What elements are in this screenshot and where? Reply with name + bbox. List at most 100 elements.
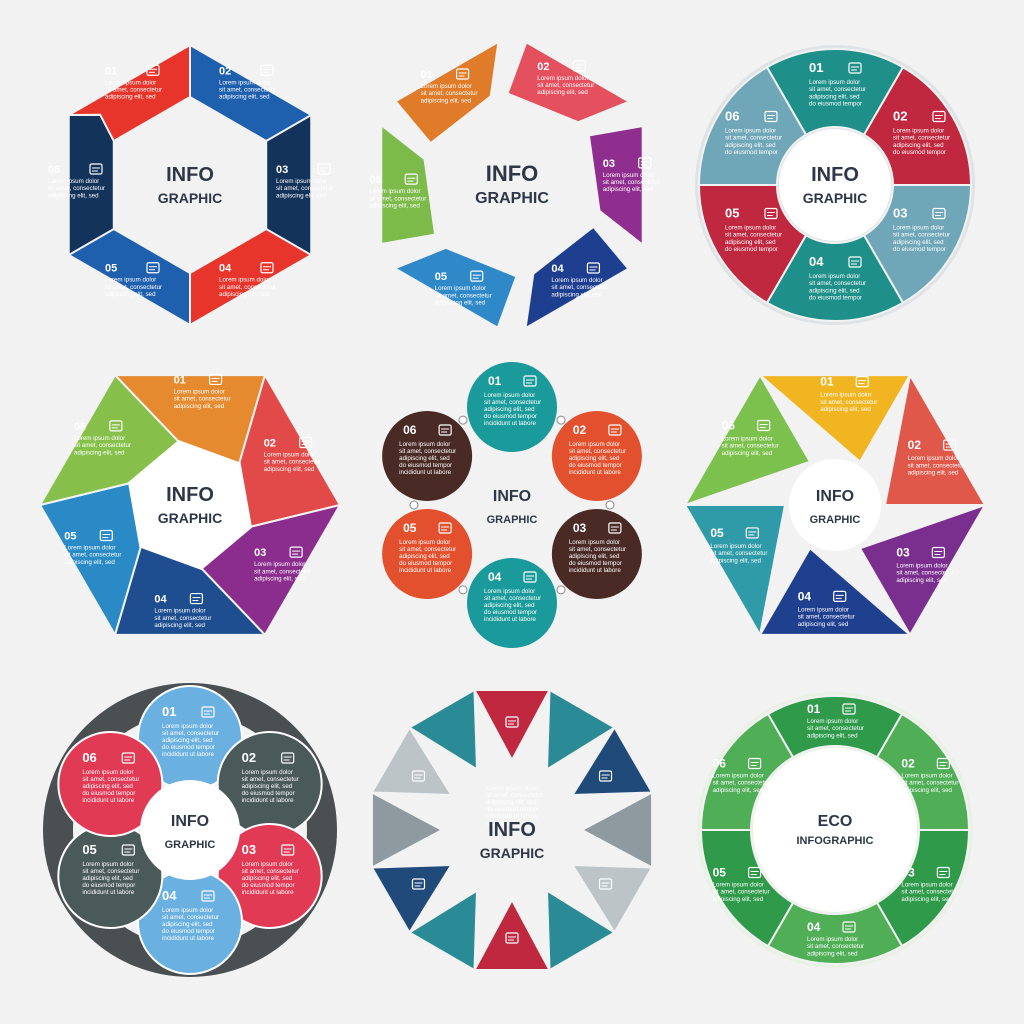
segment-text-line: adipiscing elit, sed xyxy=(264,466,315,473)
segment-shape xyxy=(697,184,808,305)
segment-text-line: Lorem ipsum dolor xyxy=(725,128,776,135)
step-number: 06 xyxy=(725,109,739,124)
people-icon xyxy=(936,757,950,770)
title-line-2: INFOGRAPHIC xyxy=(797,835,874,847)
segment-text-line: Lorem ipsum dolor xyxy=(710,543,761,550)
briefcase-icon xyxy=(121,752,135,764)
bulb-icon xyxy=(842,703,856,715)
segment-text-line: sit amet, consectetur xyxy=(807,725,864,732)
segment-text-line: adipiscing elit, sed xyxy=(551,291,602,298)
segment-text-line: sit amet, consectetur xyxy=(484,595,541,602)
segment-text-line: adipiscing elit, sed xyxy=(807,732,858,739)
segment-text-line: Lorem ipsum dolor xyxy=(82,861,133,868)
segment-text-line: sit amet, consectetur xyxy=(713,780,770,787)
segment-shape xyxy=(508,43,627,122)
segment-text-line: adipiscing elit, sed xyxy=(105,291,156,298)
money-icon xyxy=(260,262,274,274)
wallet-icon xyxy=(89,163,103,175)
segment-text-line: adipiscing elit, sed xyxy=(896,577,947,584)
segment-text-line: Lorem ipsum dolor xyxy=(174,388,225,395)
step-number: 06 xyxy=(74,421,86,433)
segment-text-line: do eiusmod tempor xyxy=(484,413,537,420)
segment-text-line: adipiscing elit, sed xyxy=(421,97,472,104)
segment-text-line: Lorem ipsum dolor xyxy=(807,936,858,943)
segment-text-line: Lorem ipsum dolor xyxy=(484,588,535,595)
segment-shape xyxy=(862,65,973,186)
gift-icon xyxy=(505,932,519,944)
segment-shape xyxy=(682,373,812,507)
center-disc xyxy=(753,748,917,912)
segment-text-line: sit amet, consectetur xyxy=(896,570,953,577)
step-number: 02 xyxy=(893,109,907,124)
bank-icon xyxy=(455,68,470,80)
segment-text-line: sit amet, consectetur xyxy=(242,868,299,875)
segment-text-line: adipiscing elit, sed xyxy=(820,406,871,413)
pin-icon xyxy=(201,706,215,718)
segment-text-line: sit amet, consectetur xyxy=(399,448,456,455)
segment-text-line: adipiscing elit, sed xyxy=(399,553,450,560)
segment-text-line: adipiscing elit, sed xyxy=(809,287,860,294)
segment-text-line: adipiscing elit, sed xyxy=(486,799,537,806)
bank-icon xyxy=(932,207,946,220)
segment-text-line: do eiusmod tempor xyxy=(242,790,295,797)
mosaic-triangle xyxy=(545,888,617,972)
step-circle xyxy=(551,509,642,599)
segment-text-line: do eiusmod tempor xyxy=(399,462,452,469)
segment-text-line: sit amet, consectetur xyxy=(569,546,626,553)
connector-arrow xyxy=(556,585,566,595)
segment-text-line: do eiusmod tempor xyxy=(725,246,778,253)
center-hexagon xyxy=(127,440,253,570)
segment-text-line: incididunt ut labore xyxy=(242,889,294,896)
segment-text-line: sit amet, consectetur xyxy=(486,792,543,799)
segment-text-line: sit amet, consectetur xyxy=(162,730,219,737)
wallet-icon xyxy=(757,419,771,432)
step-number: 01 xyxy=(820,375,834,389)
segment-text-line: sit amet, consectetur xyxy=(421,90,478,97)
segment-text-line: Lorem ipsum dolor xyxy=(713,882,764,889)
step-number: 02 xyxy=(901,757,915,771)
segment-text-line: adipiscing elit, sed xyxy=(725,239,776,246)
mosaic-triangle xyxy=(407,888,479,972)
segment-text-line: Lorem ipsum dolor xyxy=(82,769,133,776)
person-icon xyxy=(281,844,295,856)
center-disc xyxy=(444,762,580,898)
title-line-2: GRAPHIC xyxy=(810,514,861,526)
segment-text-line: sit amet, consectetur xyxy=(174,396,231,403)
segment-text-line: do eiusmod tempor xyxy=(82,882,135,889)
step-number: 01 xyxy=(809,60,823,75)
phone-icon xyxy=(260,64,274,76)
phone-icon xyxy=(281,752,295,764)
chart-icon xyxy=(317,163,331,175)
segment-text-line: sit amet, consectetur xyxy=(809,280,866,287)
segment-text-line: Lorem ipsum dolor xyxy=(64,544,115,551)
segment-text-line: sit amet, consectetur xyxy=(809,86,866,93)
segment-text-line: sit amet, consectetur xyxy=(399,546,456,553)
wallet-icon xyxy=(109,420,123,432)
segment-text-line: do eiusmod tempor xyxy=(809,101,862,108)
segment-shape xyxy=(397,248,516,327)
step-number: 01 xyxy=(162,704,176,719)
segment-text-line: Lorem ipsum dolor xyxy=(807,718,858,725)
segment-text-line: incididunt ut labore xyxy=(162,935,214,942)
card-icon xyxy=(189,592,204,605)
segment-text-line: adipiscing elit, sed xyxy=(74,449,125,456)
step-number: 05 xyxy=(725,206,739,221)
segment-text-line: Lorem ipsum dolor xyxy=(809,79,860,86)
segment-text-line: sit amet, consectetur xyxy=(725,135,782,142)
phone-icon xyxy=(608,424,622,436)
segment-text-line: Lorem ipsum dolor xyxy=(484,392,535,399)
segment-text-line: adipiscing elit, sed xyxy=(809,93,860,100)
segment-text-line: Lorem ipsum dolor xyxy=(908,455,959,462)
